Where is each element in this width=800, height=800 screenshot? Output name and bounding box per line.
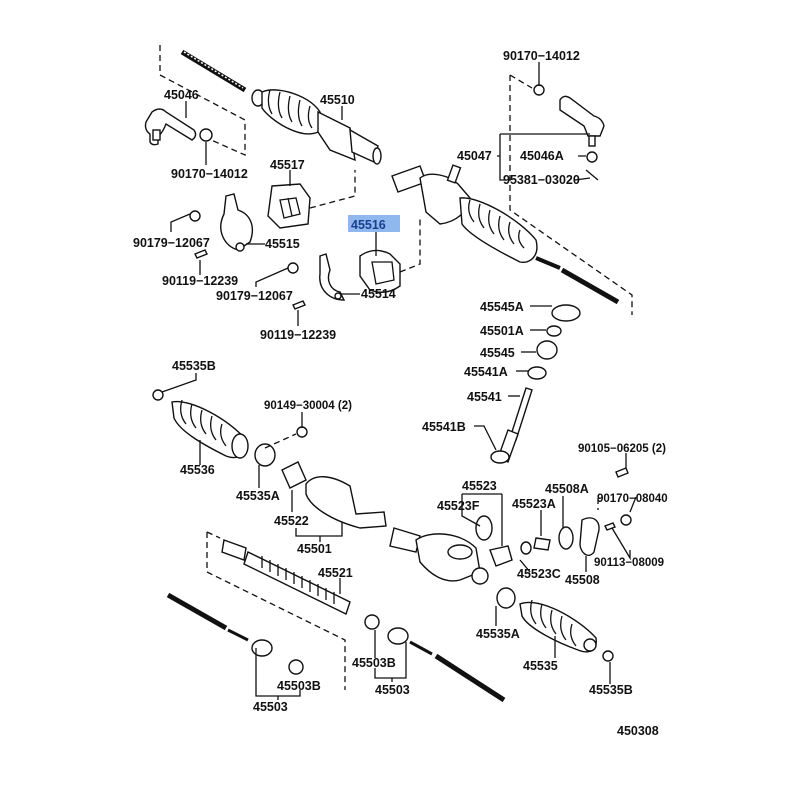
label-45046[interactable]: 45046: [164, 88, 199, 102]
dashed-group-outline: [159, 45, 246, 157]
label-45535A-right[interactable]: 45535A: [476, 627, 520, 641]
boot-45536: [152, 389, 249, 459]
label-90105-06205[interactable]: 90105−06205 (2): [578, 443, 666, 455]
label-45535B-right[interactable]: 45535B: [589, 683, 633, 697]
nut-icon: [189, 210, 201, 222]
label-90170-14012-left[interactable]: 90170−14012: [171, 167, 248, 181]
rack-pinion-body: [415, 533, 489, 585]
label-45515[interactable]: 45515: [265, 237, 300, 251]
highlight-box: [348, 215, 400, 232]
dashed-leader: [399, 218, 421, 273]
label-90119-12239-b[interactable]: 90119−12239: [260, 328, 336, 342]
ring-45523C: [520, 541, 532, 555]
dashed-group-outline: [206, 532, 346, 690]
stud-icon: [604, 522, 616, 531]
rack-housing-left: [251, 89, 382, 165]
label-45523A[interactable]: 45523A: [512, 497, 556, 511]
label-45521[interactable]: 45521: [318, 566, 353, 580]
label-90170-08040[interactable]: 90170−08040: [597, 493, 668, 505]
boot-45535: [519, 599, 597, 653]
rack-bar-45521: [221, 539, 351, 615]
dashed-leader: [309, 170, 356, 209]
label-90119-12239-a[interactable]: 90119−12239: [162, 274, 238, 288]
tube-segment: [389, 527, 421, 553]
inner-tie-rod-left: [166, 592, 304, 675]
label-45541A[interactable]: 45541A: [464, 365, 508, 379]
rack-center-housing: [391, 164, 538, 263]
figure-number: 450308: [617, 724, 659, 738]
label-45503-mid[interactable]: 45503: [375, 683, 410, 697]
label-45523F[interactable]: 45523F: [437, 499, 480, 513]
bolt-icon: [194, 249, 208, 259]
clamp-45535A-right: [496, 587, 516, 609]
label-45535[interactable]: 45535: [523, 659, 558, 673]
label-95381-03020[interactable]: 95381−03020: [503, 173, 580, 187]
label-45536[interactable]: 45536: [180, 463, 215, 477]
oring-45508A: [558, 526, 574, 550]
dashed-leader: [206, 531, 221, 539]
cover-45508: [579, 517, 600, 556]
label-45522[interactable]: 45522: [274, 514, 309, 528]
tie-rod-end-left: [144, 108, 213, 146]
label-90179-12067-a[interactable]: 90179−12067: [133, 236, 210, 250]
housing-45501: [305, 476, 387, 529]
bolt-icon: [292, 300, 306, 310]
label-45510[interactable]: 45510: [320, 93, 355, 107]
label-45523[interactable]: 45523: [462, 479, 497, 493]
inner-tie-rod-right: [387, 627, 506, 703]
label-45541B[interactable]: 45541B: [422, 420, 466, 434]
label-45545A[interactable]: 45545A: [480, 300, 524, 314]
oring-45523F: [475, 515, 493, 541]
right-tie-rod-thread: [535, 256, 620, 305]
part-labels: 45046 45510 90170−14012 45517 90170−1401…: [133, 49, 668, 738]
label-45514[interactable]: 45514: [361, 287, 396, 301]
leader-lines: [161, 62, 637, 700]
label-90170-14012-right[interactable]: 90170−14012: [503, 49, 580, 63]
tie-rod-end-right: [533, 84, 605, 181]
label-45508[interactable]: 45508: [565, 573, 600, 587]
bushing-45516: [359, 249, 401, 293]
label-45545[interactable]: 45545: [480, 346, 515, 360]
label-45541[interactable]: 45541: [467, 390, 502, 404]
label-45503B-left[interactable]: 45503B: [277, 679, 321, 693]
bracket-45514: [319, 253, 346, 301]
washer-45503B: [364, 614, 380, 630]
shim-icon: [296, 426, 308, 438]
label-45501[interactable]: 45501: [297, 542, 332, 556]
plug-45523: [489, 545, 513, 567]
clamp-45535A: [254, 443, 276, 467]
label-45046A[interactable]: 45046A: [520, 149, 564, 163]
label-45047[interactable]: 45047: [457, 149, 492, 163]
label-45508A[interactable]: 45508A: [545, 482, 589, 496]
label-45503B-mid[interactable]: 45503B: [352, 656, 396, 670]
nut-icon: [620, 514, 632, 526]
label-45535A-left[interactable]: 45535A: [236, 489, 280, 503]
label-45517[interactable]: 45517: [270, 158, 305, 172]
pinion-parts: [490, 304, 581, 464]
label-45503-left[interactable]: 45503: [253, 700, 288, 714]
label-90149-30004[interactable]: 90149−30004 (2): [264, 400, 352, 412]
clip-45535B: [602, 650, 614, 662]
spring-45523A: [533, 537, 551, 551]
nut-icon: [287, 262, 299, 274]
label-45501A[interactable]: 45501A: [480, 324, 524, 338]
label-90179-12067-b[interactable]: 90179−12067: [216, 289, 293, 303]
label-45535B-left[interactable]: 45535B: [172, 359, 216, 373]
label-45523C[interactable]: 45523C: [517, 567, 561, 581]
label-90113-08009[interactable]: 90113−08009: [594, 557, 664, 569]
dashed-leader: [509, 74, 533, 89]
bolt-icon: [615, 467, 629, 478]
bushing-45522: [281, 461, 307, 489]
label-45516-highlighted[interactable]: 45516: [351, 218, 386, 232]
left-tie-rod-thread: [180, 49, 247, 93]
dashed-leader: [264, 433, 297, 449]
dashed-group-outline: [509, 75, 633, 315]
bushing-45517: [267, 183, 311, 229]
bracket-45515: [220, 193, 254, 252]
